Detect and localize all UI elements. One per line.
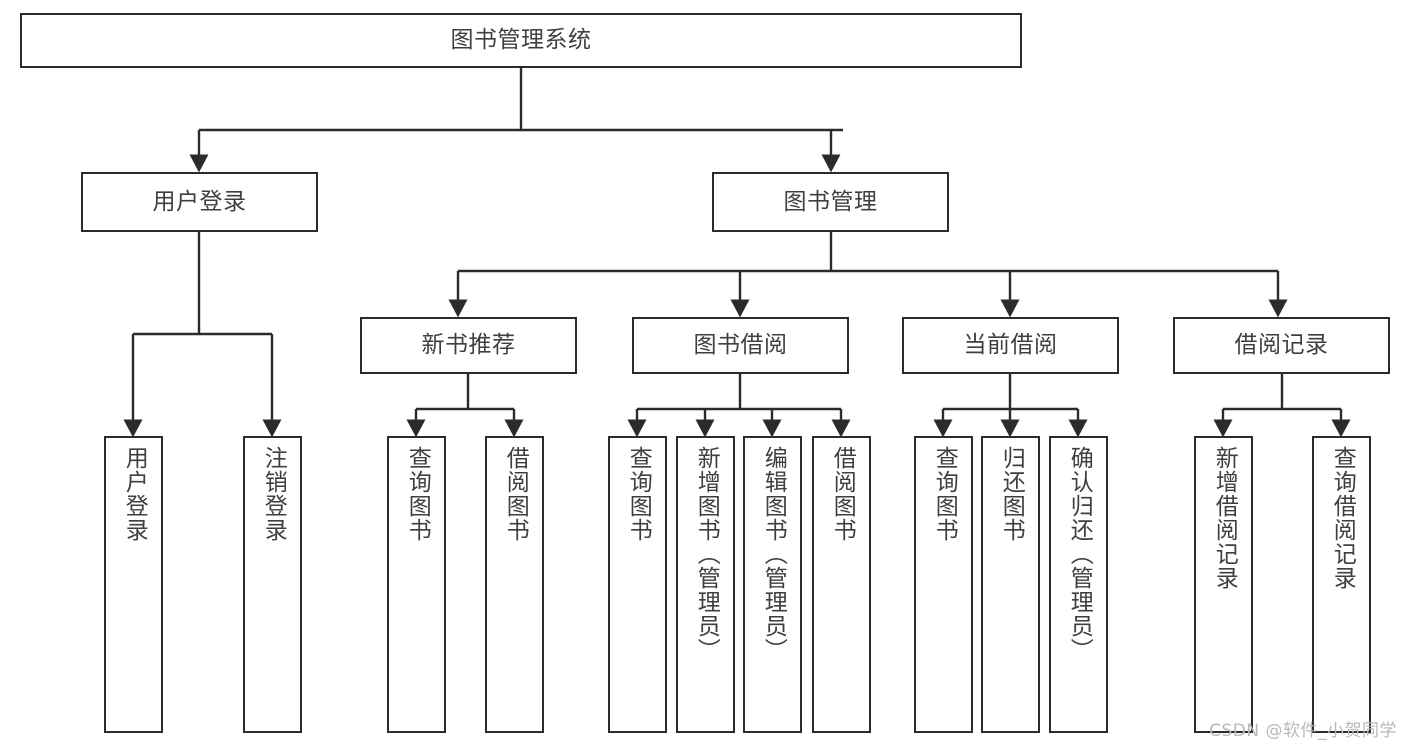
node-label: 注销登录	[260, 446, 287, 542]
node-label: 图书管理系统	[450, 27, 592, 54]
node-label: 图书管理	[783, 188, 878, 215]
node-label: 归还图书	[998, 446, 1025, 542]
node-leaf-query-book-current[interactable]: 查询图书	[914, 436, 973, 733]
node-label: 查询图书	[931, 446, 958, 542]
node-leaf-add-borrow-record[interactable]: 新增借阅记录	[1194, 436, 1253, 733]
node-label: 查询图书	[625, 446, 652, 542]
node-leaf-query-borrow-record[interactable]: 查询借阅记录	[1312, 436, 1371, 733]
node-label: 当前借阅	[963, 332, 1058, 359]
node-label: 新增图书（管理员）	[693, 446, 720, 662]
node-root-book-management-system[interactable]: 图书管理系统	[20, 13, 1022, 68]
node-label: 借阅记录	[1234, 332, 1329, 359]
node-label: 借阅图书	[829, 446, 856, 542]
node-label: 新增借阅记录	[1211, 446, 1238, 590]
csdn-watermark: CSDN @软件_小贺同学	[1209, 721, 1397, 741]
node-label: 借阅图书	[502, 446, 529, 542]
node-leaf-borrow-book-newbook[interactable]: 借阅图书	[485, 436, 544, 733]
node-leaf-logout[interactable]: 注销登录	[243, 436, 302, 733]
node-leaf-query-book-borrow[interactable]: 查询图书	[608, 436, 667, 733]
node-leaf-user-login[interactable]: 用户登录	[104, 436, 163, 733]
node-label: 查询借阅记录	[1329, 446, 1356, 590]
node-label: 确认归还（管理员）	[1066, 446, 1093, 662]
node-label: 用户登录	[152, 188, 247, 215]
node-book-management[interactable]: 图书管理	[712, 172, 949, 232]
node-leaf-add-book-admin[interactable]: 新增图书（管理员）	[676, 436, 735, 733]
node-user-login[interactable]: 用户登录	[81, 172, 318, 232]
node-label: 新书推荐	[421, 332, 516, 359]
node-label: 图书借阅	[693, 332, 788, 359]
node-label: 编辑图书（管理员）	[760, 446, 787, 662]
node-leaf-borrow-book[interactable]: 借阅图书	[812, 436, 871, 733]
node-leaf-edit-book-admin[interactable]: 编辑图书（管理员）	[743, 436, 802, 733]
node-leaf-return-book[interactable]: 归还图书	[981, 436, 1040, 733]
node-label: 用户登录	[121, 446, 148, 542]
node-borrowing-record[interactable]: 借阅记录	[1173, 317, 1390, 374]
node-label: 查询图书	[404, 446, 431, 542]
node-leaf-query-book-newbook[interactable]: 查询图书	[387, 436, 446, 733]
node-leaf-confirm-return-admin[interactable]: 确认归还（管理员）	[1049, 436, 1108, 733]
node-current-borrowing[interactable]: 当前借阅	[902, 317, 1119, 374]
node-new-book-recommendation[interactable]: 新书推荐	[360, 317, 577, 374]
node-book-borrowing[interactable]: 图书借阅	[632, 317, 849, 374]
